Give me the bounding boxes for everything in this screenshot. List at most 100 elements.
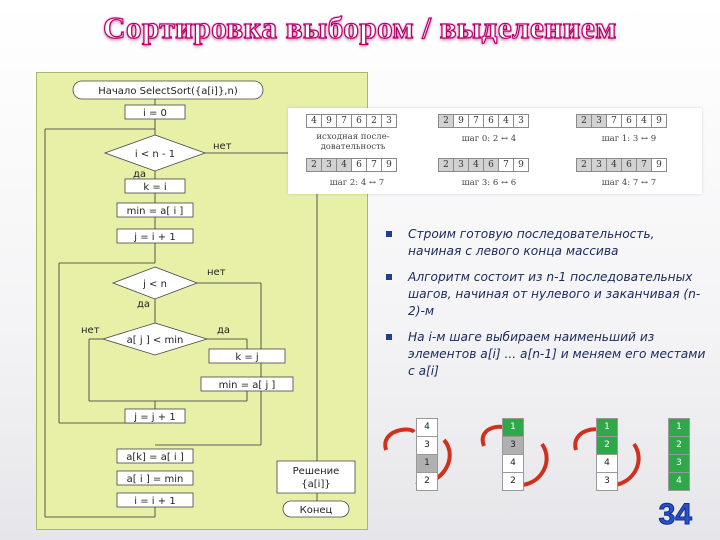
svg-text:да: да — [133, 169, 146, 180]
cell: 7 — [498, 158, 514, 172]
bullet-item: На i-м шаге выбираем наименьший из элеме… — [386, 329, 706, 380]
cell: 9 — [381, 158, 397, 172]
svg-text:нет: нет — [213, 141, 232, 152]
result-node — [276, 460, 356, 494]
cell: 2 — [438, 158, 454, 172]
svg-text:min = a[ i ]: min = a[ i ] — [127, 206, 184, 217]
svg-text:i = 0: i = 0 — [143, 108, 167, 119]
cell: 7 — [636, 158, 652, 172]
cell: 9 — [513, 158, 529, 172]
caption-step-3: шаг 3: 6 ↔ 6 — [461, 178, 517, 188]
bullet-marker-icon — [386, 231, 392, 237]
slide-title: Сортировка выбором / выделением — [103, 9, 617, 45]
svg-text:нет: нет — [207, 267, 226, 278]
svg-text:j < n: j < n — [142, 279, 167, 290]
cell: 6 — [351, 158, 367, 172]
start-node — [72, 80, 264, 100]
swap2-box — [116, 470, 194, 486]
cell: 9 — [651, 158, 667, 172]
cell: 2 — [438, 114, 454, 128]
cell: 9 — [321, 114, 337, 128]
svg-text:k = j: k = j — [235, 352, 258, 363]
svg-text:i < n - 1: i < n - 1 — [135, 149, 175, 160]
caption-step-2: шаг 2: 4 ↔ 7 — [329, 178, 385, 188]
flowchart: Начало SelectSort({a[i]},n) i = 0 i < n … — [44, 80, 356, 518]
caption-initial: исходная после-довательность — [316, 132, 390, 152]
svg-text:i = i + 1: i = i + 1 — [134, 496, 175, 507]
cell: 4 — [606, 158, 622, 172]
cell: 9 — [651, 114, 667, 128]
cell: 9 — [453, 114, 469, 128]
svg-text:да: да — [217, 325, 230, 336]
cell: 3 — [381, 114, 397, 128]
outer-condition — [103, 134, 207, 172]
cell: 2 — [576, 114, 592, 128]
cell: 3 — [591, 114, 607, 128]
bullet-list: Строим готовую последовательность, начин… — [386, 226, 706, 389]
cell: 2 — [576, 158, 592, 172]
min-assign-box — [116, 202, 194, 218]
cell: 7 — [606, 114, 622, 128]
caption-step-0: шаг 0: 2 ↔ 4 — [461, 134, 517, 144]
start-label: Начало SelectSort({a[i]},n) — [98, 86, 238, 97]
bullet-marker-icon — [386, 334, 392, 340]
cell: 3 — [321, 158, 337, 172]
cell: 3 — [513, 114, 529, 128]
swap-arrow-icon — [383, 427, 416, 451]
svg-text:Конец: Конец — [300, 505, 333, 516]
svg-text:{a[i]}: {a[i]} — [301, 479, 330, 490]
svg-text:нет: нет — [81, 325, 100, 336]
cell: 6 — [483, 114, 499, 128]
j-inc-box — [124, 408, 186, 424]
end-node — [282, 500, 350, 518]
min-condition — [101, 322, 209, 356]
cell: 4 — [636, 114, 652, 128]
k-j-box — [208, 348, 286, 364]
cell: 4 — [468, 158, 484, 172]
cell: 7 — [468, 114, 484, 128]
caption-step-4: шаг 4: 7 ↔ 7 — [601, 178, 657, 188]
svg-text:k = i: k = i — [143, 182, 166, 193]
svg-text:a[ i ] = min: a[ i ] = min — [127, 474, 184, 485]
bullet-item: Строим готовую последовательность, начин… — [386, 226, 706, 260]
bullet-item: Алгоритм состоит из n-1 последовательных… — [386, 269, 706, 320]
svg-text:min = a[ j ]: min = a[ j ] — [219, 380, 276, 391]
cell: 7 — [336, 114, 352, 128]
cell: 4 — [336, 158, 352, 172]
cell: 4 — [498, 114, 514, 128]
svg-text:j = j + 1: j = j + 1 — [133, 412, 175, 423]
cell: 3 — [591, 158, 607, 172]
swap1-box — [116, 448, 194, 464]
cell: 6 — [351, 114, 367, 128]
svg-text:a[k] = a[ i ]: a[k] = a[ i ] — [126, 452, 184, 463]
svg-text:a[ j ] < min: a[ j ] < min — [127, 335, 184, 346]
init-i-box — [124, 104, 186, 120]
cell: 7 — [366, 158, 382, 172]
cell: 6 — [621, 158, 637, 172]
cell: 6 — [621, 114, 637, 128]
svg-text:j = i + 1: j = i + 1 — [133, 232, 175, 243]
cell: 6 — [483, 158, 499, 172]
k-assign-box — [124, 178, 186, 194]
caption-step-1: шаг 1: 3 ↔ 9 — [601, 134, 657, 144]
bullet-marker-icon — [386, 274, 392, 280]
cell: 3 — [453, 158, 469, 172]
cell: 4 — [306, 114, 322, 128]
page-number: 34 — [658, 498, 692, 532]
svg-text:да: да — [137, 299, 150, 310]
cell: 2 — [306, 158, 322, 172]
cell: 2 — [366, 114, 382, 128]
svg-text:Решение: Решение — [293, 466, 340, 477]
